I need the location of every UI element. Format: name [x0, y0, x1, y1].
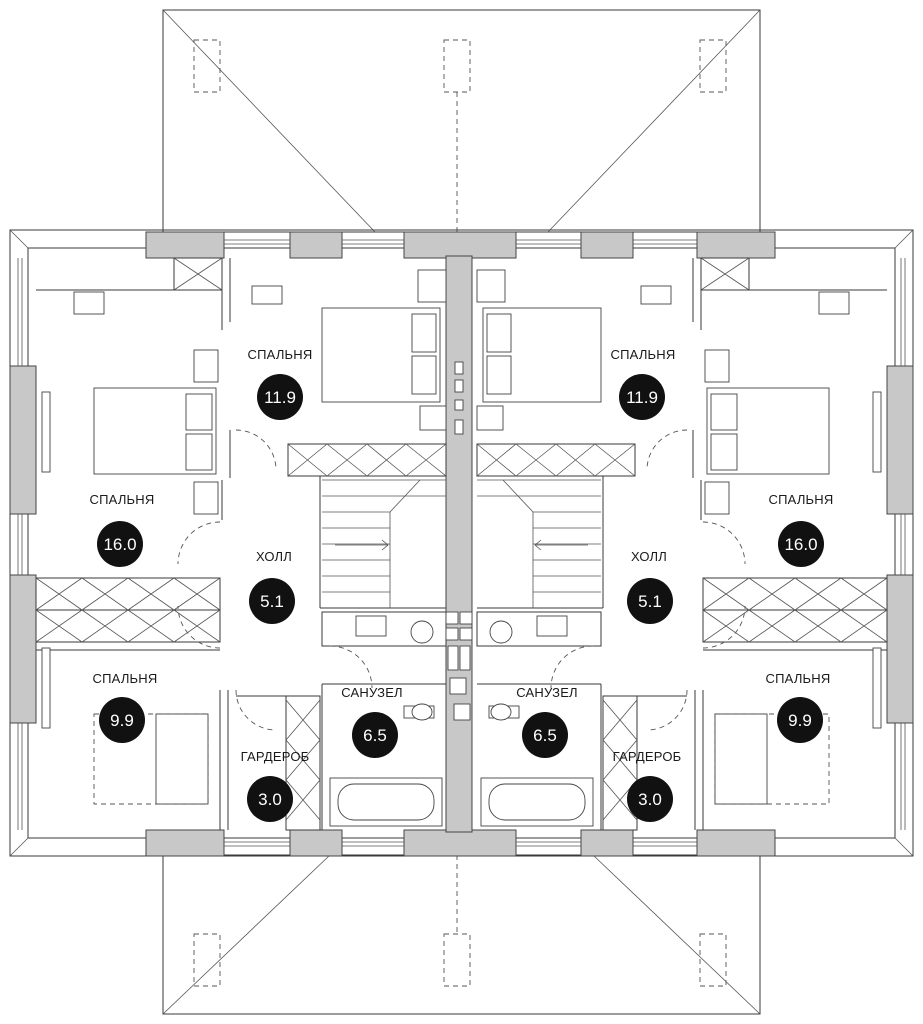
svg-text:3.0: 3.0	[638, 790, 662, 809]
svg-text:5.1: 5.1	[260, 592, 284, 611]
svg-text:СПАЛЬНЯ: СПАЛЬНЯ	[766, 671, 831, 686]
svg-text:16.0: 16.0	[103, 535, 136, 554]
svg-text:ХОЛЛ: ХОЛЛ	[631, 549, 667, 564]
svg-text:9.9: 9.9	[788, 711, 812, 730]
built-in-storage	[35, 443, 888, 821]
svg-text:САНУЗЕЛ: САНУЗЕЛ	[516, 685, 578, 700]
room-labels: СПАЛЬНЯ 16.0 СПАЛЬНЯ 11.9 СПАЛЬНЯ 11.9 С…	[90, 347, 834, 822]
svg-text:СПАЛЬНЯ: СПАЛЬНЯ	[769, 492, 834, 507]
room-bedroom-16-left: СПАЛЬНЯ 16.0	[90, 492, 155, 567]
svg-text:САНУЗЕЛ: САНУЗЕЛ	[341, 685, 403, 700]
doors	[177, 429, 746, 731]
room-bedroom-9-right: СПАЛЬНЯ 9.9	[766, 671, 831, 743]
outer-walls	[9, 229, 914, 857]
roof-top	[162, 9, 761, 233]
room-bedroom-11-left: СПАЛЬНЯ 11.9	[248, 347, 313, 420]
partitions	[35, 257, 888, 831]
room-hall-left: ХОЛЛ 5.1	[249, 549, 295, 624]
room-bedroom-9-left: СПАЛЬНЯ 9.9	[93, 671, 158, 743]
svg-text:9.9: 9.9	[110, 711, 134, 730]
room-bathroom-left: САНУЗЕЛ 6.5	[341, 685, 403, 758]
svg-text:11.9: 11.9	[626, 388, 658, 407]
svg-text:СПАЛЬНЯ: СПАЛЬНЯ	[90, 492, 155, 507]
svg-text:СПАЛЬНЯ: СПАЛЬНЯ	[248, 347, 313, 362]
windows	[17, 239, 906, 847]
room-wardrobe-left: ГАРДЕРОБ 3.0	[241, 749, 310, 822]
room-bathroom-right: САНУЗЕЛ 6.5	[516, 685, 578, 758]
svg-text:СПАЛЬНЯ: СПАЛЬНЯ	[93, 671, 158, 686]
room-hall-right: ХОЛЛ 5.1	[627, 549, 673, 624]
svg-text:6.5: 6.5	[363, 726, 387, 745]
svg-text:5.1: 5.1	[638, 592, 662, 611]
svg-text:11.9: 11.9	[264, 388, 296, 407]
svg-text:6.5: 6.5	[533, 726, 557, 745]
svg-text:16.0: 16.0	[784, 535, 817, 554]
svg-text:ГАРДЕРОБ: ГАРДЕРОБ	[241, 749, 310, 764]
furniture	[41, 269, 882, 827]
room-bedroom-16-right: СПАЛЬНЯ 16.0	[769, 492, 834, 567]
svg-text:3.0: 3.0	[258, 790, 282, 809]
svg-text:СПАЛЬНЯ: СПАЛЬНЯ	[611, 347, 676, 362]
svg-text:ХОЛЛ: ХОЛЛ	[256, 549, 292, 564]
room-wardrobe-right: ГАРДЕРОБ 3.0	[613, 749, 682, 822]
roof-bottom	[162, 854, 761, 1015]
svg-text:ГАРДЕРОБ: ГАРДЕРОБ	[613, 749, 682, 764]
room-bedroom-11-right: СПАЛЬНЯ 11.9	[611, 347, 676, 420]
stairs	[322, 479, 601, 608]
